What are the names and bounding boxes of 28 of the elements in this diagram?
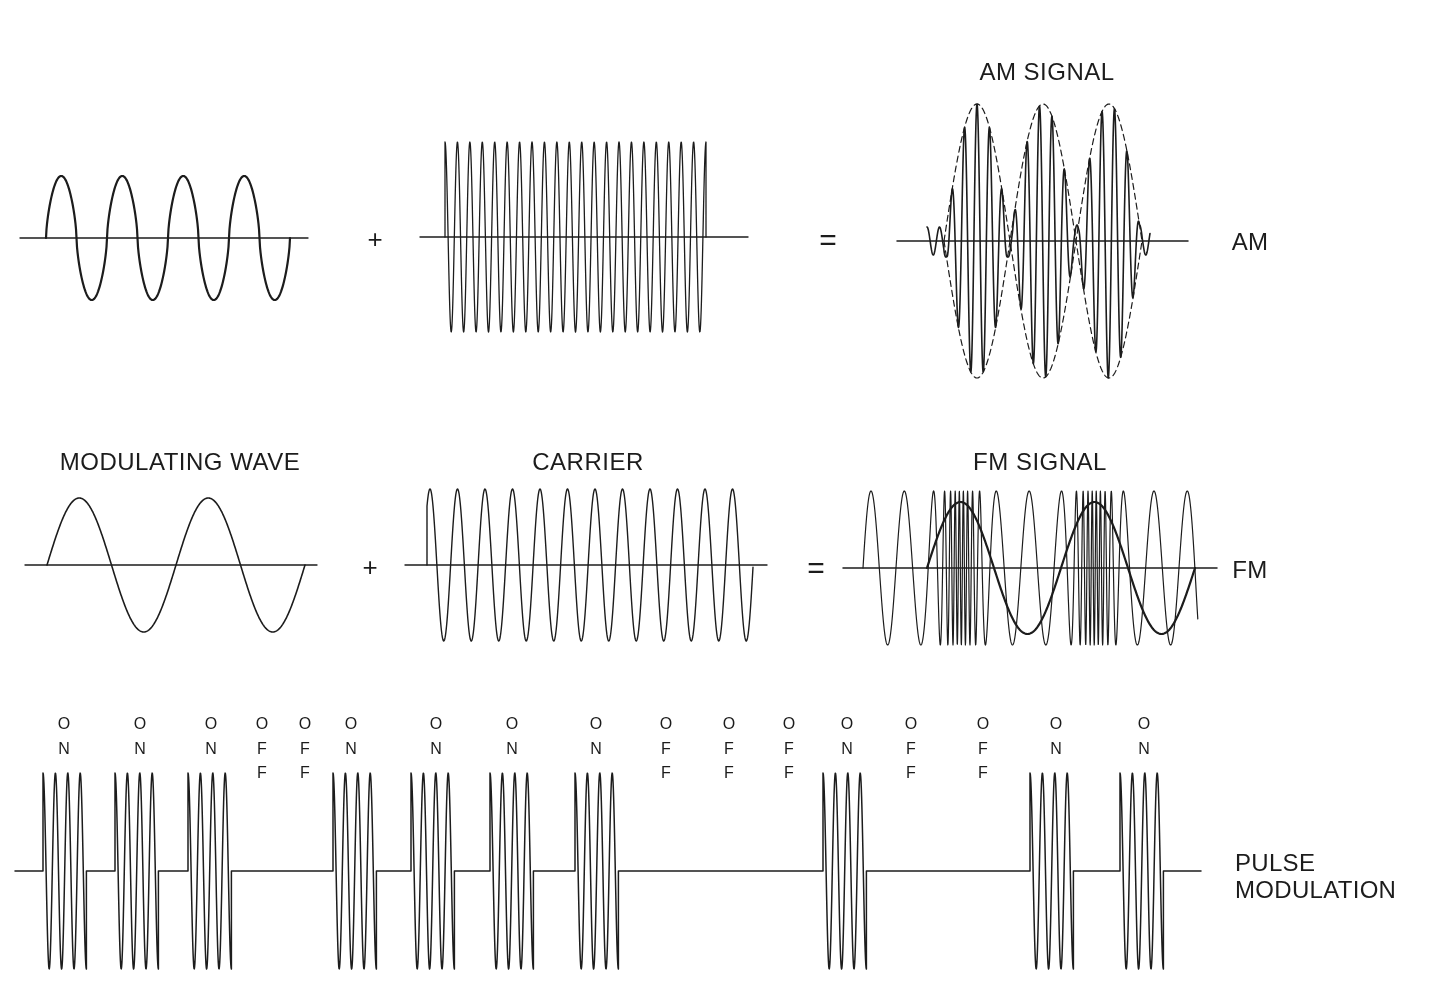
state-label: ON <box>344 714 358 759</box>
state-label: ON <box>57 714 71 759</box>
state-label: OFF <box>976 714 990 783</box>
state-label: ON <box>1049 714 1063 759</box>
state-label: ON <box>133 714 147 759</box>
plus-sign: + <box>367 225 383 255</box>
waveform-title: FM SIGNAL <box>973 448 1107 476</box>
row-label: PULSE MODULATION <box>1235 849 1397 903</box>
state-label: OFF <box>659 714 673 783</box>
state-label: ON <box>589 714 603 759</box>
state-label: OFF <box>298 714 312 783</box>
state-label: ON <box>505 714 519 759</box>
equals-sign: = <box>807 550 825 586</box>
plus-sign: + <box>362 553 378 583</box>
waveform-title: AM SIGNAL <box>979 58 1115 86</box>
state-label: OFF <box>722 714 736 783</box>
state-label: ON <box>204 714 218 759</box>
state-label: ON <box>429 714 443 759</box>
row-label: FM <box>1232 556 1268 584</box>
state-label: OFF <box>782 714 796 783</box>
equals-sign: = <box>819 222 837 258</box>
waveform-title: MODULATING WAVE <box>59 448 301 476</box>
row-label: AM <box>1231 228 1269 256</box>
waveform-title: CARRIER <box>532 448 644 476</box>
state-label: ON <box>840 714 854 759</box>
state-label: OFF <box>255 714 269 783</box>
state-label: ON <box>1137 714 1151 759</box>
state-label: OFF <box>904 714 918 783</box>
